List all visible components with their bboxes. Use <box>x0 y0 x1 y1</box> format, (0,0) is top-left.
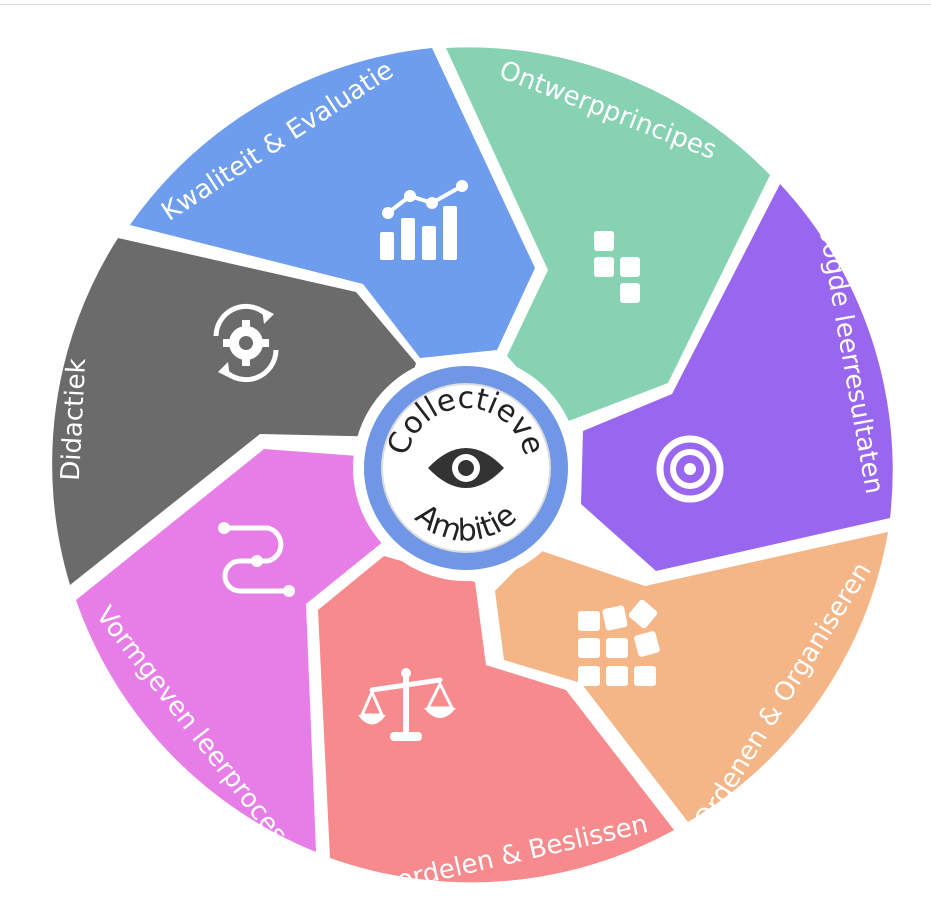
center-hub: Collectieve Ambitie <box>353 355 579 581</box>
segment-shape <box>130 48 535 358</box>
blocks-icon <box>594 231 640 303</box>
grid-tiles-icon <box>578 599 660 686</box>
segment-shape <box>52 238 416 585</box>
segment-beoordelen-beslissen[interactable]: Beoordelen & Beslissen <box>318 556 674 907</box>
segment-label: Didactiek <box>56 358 92 482</box>
cycle-gear-icon <box>213 303 279 383</box>
segment-shape <box>495 532 888 822</box>
segment-shape <box>318 556 674 883</box>
segment-didactiek[interactable]: Didactiek <box>52 238 416 585</box>
eye-icon <box>428 448 504 488</box>
segment-shape <box>76 449 384 852</box>
target-icon <box>656 435 724 503</box>
scales-icon <box>358 668 456 741</box>
top-divider <box>0 4 931 5</box>
chart-icon <box>380 180 468 260</box>
path-icon <box>218 522 295 597</box>
